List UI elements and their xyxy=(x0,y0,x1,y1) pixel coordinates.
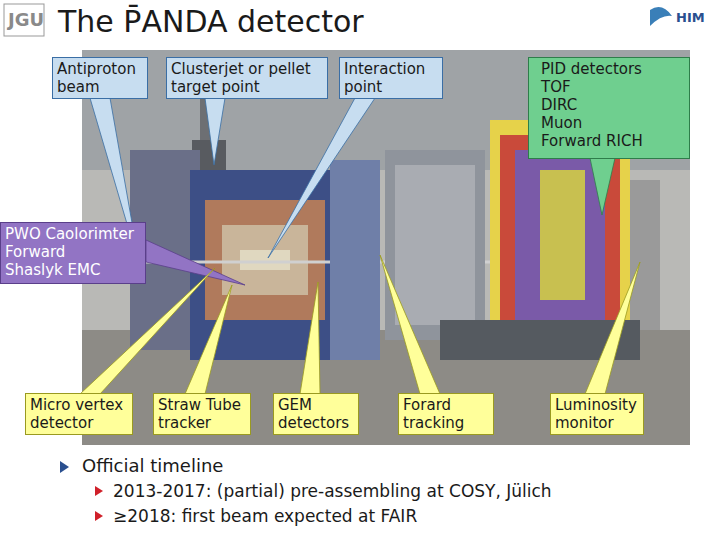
forward-endcap xyxy=(330,160,380,360)
callout-text: GEM detectors xyxy=(278,396,354,432)
leader-wedge xyxy=(590,158,615,215)
vertex-region xyxy=(240,250,290,270)
callout-box: Antiproton beam xyxy=(52,57,148,99)
jgu-logo xyxy=(4,4,44,36)
leader-wedge xyxy=(185,285,232,394)
forward-emc xyxy=(515,150,605,320)
callout-text: TOF xyxy=(541,78,685,96)
callout-text: Antiproton beam xyxy=(57,60,143,96)
callout-box: Forard tracking xyxy=(398,393,494,435)
logo-text: HIM xyxy=(676,10,705,25)
inner-tracker xyxy=(222,225,308,295)
leader-wedge xyxy=(146,240,245,285)
forward-detectors xyxy=(500,135,620,335)
him-logo-mark xyxy=(650,7,672,26)
leader-wedge xyxy=(380,255,440,394)
callout-text: Micro vertex detector xyxy=(30,396,128,432)
callout-text: PID detectors xyxy=(541,60,685,78)
callout-text: Interaction point xyxy=(344,60,438,96)
callout-text: Forward xyxy=(5,243,141,261)
callout-box: GEM detectors xyxy=(273,393,359,435)
leader-wedge xyxy=(205,98,225,165)
bullet-text: Official timeline xyxy=(82,455,223,476)
callout-box: Clusterjet or pellet target point xyxy=(166,57,328,99)
leader-wedge xyxy=(300,282,320,394)
leader-wedge xyxy=(268,98,375,258)
bullet-text: 2013-2017: (partial) pre-assembling at C… xyxy=(113,481,552,501)
bullet-text: ≥2018: first beam expected at FAIR xyxy=(113,506,417,526)
callout-box: Luminosity monitor xyxy=(550,393,644,435)
callout-box: PID detectorsTOFDIRCMuonForward RICH xyxy=(528,57,690,159)
emc-barrel xyxy=(205,200,325,320)
callout-box: Straw Tube tracker xyxy=(153,393,251,435)
dipole-coil xyxy=(395,165,475,325)
callout-text: Straw Tube tracker xyxy=(158,396,246,432)
bullet xyxy=(95,511,103,521)
leader-wedge xyxy=(585,262,640,394)
luminosity-station xyxy=(630,180,660,330)
callout-box: Interaction point xyxy=(339,57,443,99)
callout-text: Forward RICH xyxy=(541,132,685,150)
bullet xyxy=(95,486,103,496)
callout-text: Muon xyxy=(541,114,685,132)
callout-text: Clusterjet or pellet target point xyxy=(171,60,323,96)
muon-range xyxy=(540,170,585,300)
callout-text: DIRC xyxy=(541,96,685,114)
callout-text: Luminosity monitor xyxy=(555,396,639,432)
hall-background xyxy=(82,50,690,445)
callout-text: Forard tracking xyxy=(403,396,489,432)
bullet xyxy=(60,461,69,473)
callout-text: Shaslyk EMC xyxy=(5,261,141,279)
callout-box: PWO CaolorimterForwardShaslyk EMC xyxy=(0,222,146,284)
callout-text: PWO Caolorimter xyxy=(5,225,141,243)
logo-text: JGU xyxy=(8,9,44,30)
slide-title: The P̄ANDA detector xyxy=(58,4,364,39)
callout-box: Micro vertex detector xyxy=(25,393,133,435)
